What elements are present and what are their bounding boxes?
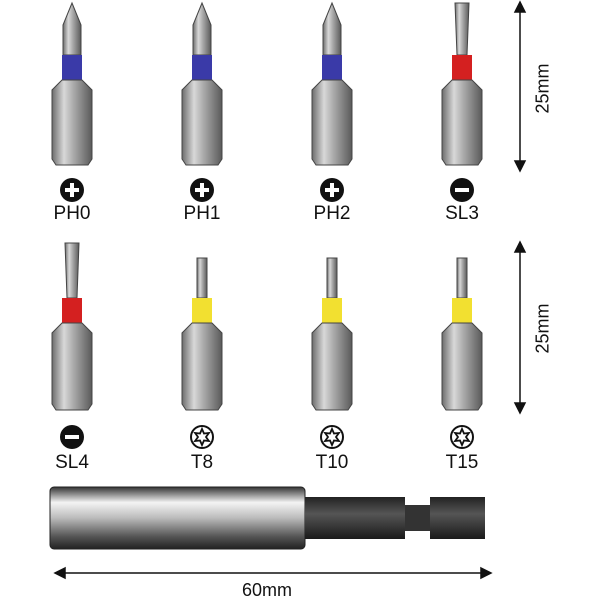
hex-shank (51, 322, 93, 411)
bit-ph1 (181, 1, 223, 166)
bit-t8 (181, 257, 223, 411)
bit-tip (62, 1, 82, 56)
bit-tip (322, 1, 342, 56)
color-band (192, 55, 212, 80)
bit-tip (64, 242, 80, 299)
magnetic-bit-holder (49, 486, 485, 550)
hex-shank (181, 79, 223, 166)
bit-label: T10 (315, 452, 349, 473)
color-band (452, 298, 472, 323)
plus-circle-icon (320, 178, 344, 202)
torx-star-icon (190, 425, 214, 449)
bit-label: SL4 (55, 452, 89, 473)
bit-tip (454, 2, 470, 56)
hex-shank (441, 79, 483, 166)
bit-label: PH1 (183, 203, 221, 224)
torx-star-icon (320, 425, 344, 449)
bit-ph2 (311, 1, 353, 166)
color-band (62, 55, 82, 80)
bit-label: SL3 (445, 203, 479, 224)
color-band (322, 298, 342, 323)
minus-circle-icon (450, 178, 474, 202)
color-band (62, 298, 82, 323)
bit-ph0 (51, 1, 93, 166)
bit-label: PH2 (313, 203, 351, 224)
torx-star-icon (450, 425, 474, 449)
bit-t15 (441, 257, 483, 411)
color-band (192, 298, 212, 323)
plus-circle-icon (190, 178, 214, 202)
bit-tip (192, 1, 212, 56)
bit-label: T8 (190, 452, 214, 473)
color-band (452, 55, 472, 80)
hex-shank (311, 322, 353, 411)
dimension-lines (53, 0, 527, 580)
minus-circle-icon (60, 425, 84, 449)
row2-length-label: 25mm (532, 303, 553, 354)
bit-label: PH0 (53, 203, 91, 224)
hex-shank (311, 79, 353, 166)
bit-tip (196, 257, 208, 299)
hex-shank (51, 79, 93, 166)
bit-sl3 (441, 2, 483, 166)
bit-label: T15 (445, 452, 479, 473)
bit-sl4 (51, 242, 93, 411)
row1-length-label: 25mm (532, 63, 553, 114)
plus-circle-icon (60, 178, 84, 202)
bit-tip (326, 257, 338, 299)
hex-shank (441, 322, 483, 411)
holder-length-label: 60mm (242, 580, 293, 600)
bit-tip (456, 257, 468, 299)
hex-shank (181, 322, 223, 411)
color-band (322, 55, 342, 80)
bit-t10 (311, 257, 353, 411)
